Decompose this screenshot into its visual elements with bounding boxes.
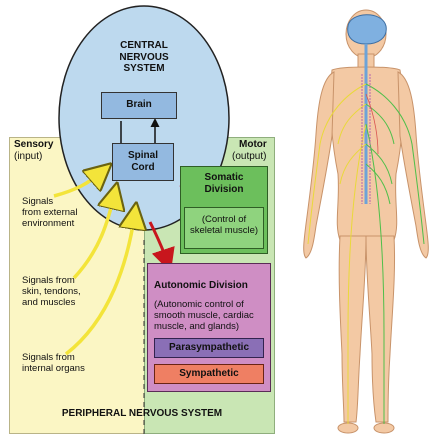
somatic-title-line2: Division <box>204 183 244 195</box>
sympathetic-label: Sympathetic <box>179 368 239 379</box>
brain-label: Brain <box>126 99 152 110</box>
motor-title: Motor <box>239 139 267 150</box>
spinal-cord-box <box>112 143 174 181</box>
somatic-title-line1: Somatic <box>204 172 244 183</box>
motor-subtitle: (output) <box>232 151 267 162</box>
motor-arrow-autonomic <box>148 221 175 273</box>
spinal-cord-label: Spinal Cord <box>112 150 174 173</box>
sensory-item-skin-line1: Signals from <box>22 275 75 286</box>
somatic-desc-box <box>184 207 264 249</box>
cns-title: CENTRAL NERVOUS SYSTEM <box>104 40 184 75</box>
brain-box <box>101 92 177 119</box>
figure-brain <box>347 14 387 45</box>
sensory-item-external-line3: environment <box>22 217 75 229</box>
sensory-item-skin-line3: and muscles <box>22 296 76 308</box>
sensory-arrow-organs <box>64 212 135 356</box>
sensory-arrow-external <box>53 170 104 198</box>
autonomic-desc-line2: smooth muscle, cardiac <box>154 309 254 321</box>
sensory-subtitle: (input) <box>14 151 43 162</box>
sensory-item-organs-line1: Signals from <box>22 352 75 363</box>
autonomic-desc-line3: muscle, and glands) <box>154 320 240 332</box>
sensory-title: Sensory <box>14 139 54 150</box>
sensory-item-skin-line2: skin, tendons, <box>22 285 81 297</box>
somatic-title: Somatic Division <box>180 172 268 195</box>
somatic-desc-line1: (Control of <box>201 214 247 225</box>
sensory-item-organs: Signals from internal organs <box>22 352 85 375</box>
sensory-item-external-line2: from external <box>22 206 78 218</box>
sensory-item-external: Signals from external environment <box>22 196 78 230</box>
pns-label: PERIPHERAL NERVOUS SYSTEM <box>61 408 223 419</box>
cns-title-line1: CENTRAL <box>120 40 168 51</box>
somatic-desc: (Control of skeletal muscle) <box>184 214 264 237</box>
autonomic-desc-line1: (Autonomic control of <box>154 299 244 310</box>
sensory-item-skin: Signals from skin, tendons, and muscles <box>22 275 81 309</box>
sensory-item-external-line1: Signals <box>22 196 54 207</box>
parasympathetic-box <box>154 338 264 358</box>
sympathetic-box <box>154 364 264 384</box>
sensory-item-organs-line2: internal organs <box>22 362 85 374</box>
autonomic-desc: (Autonomic control of smooth muscle, car… <box>154 299 254 333</box>
somatic-desc-line2: skeletal muscle) <box>189 224 259 236</box>
spinal-cord-line1: Spinal <box>127 150 158 161</box>
parasympathetic-label: Parasympathetic <box>168 342 250 353</box>
spinal-cord-line2: Cord <box>131 161 155 173</box>
cns-title-line3: SYSTEM <box>123 63 165 74</box>
cns-title-line2: NERVOUS <box>119 51 169 63</box>
sensory-arrow-skin <box>72 192 115 280</box>
autonomic-title: Autonomic Division <box>154 280 248 291</box>
human-figure-illustration <box>303 9 429 434</box>
